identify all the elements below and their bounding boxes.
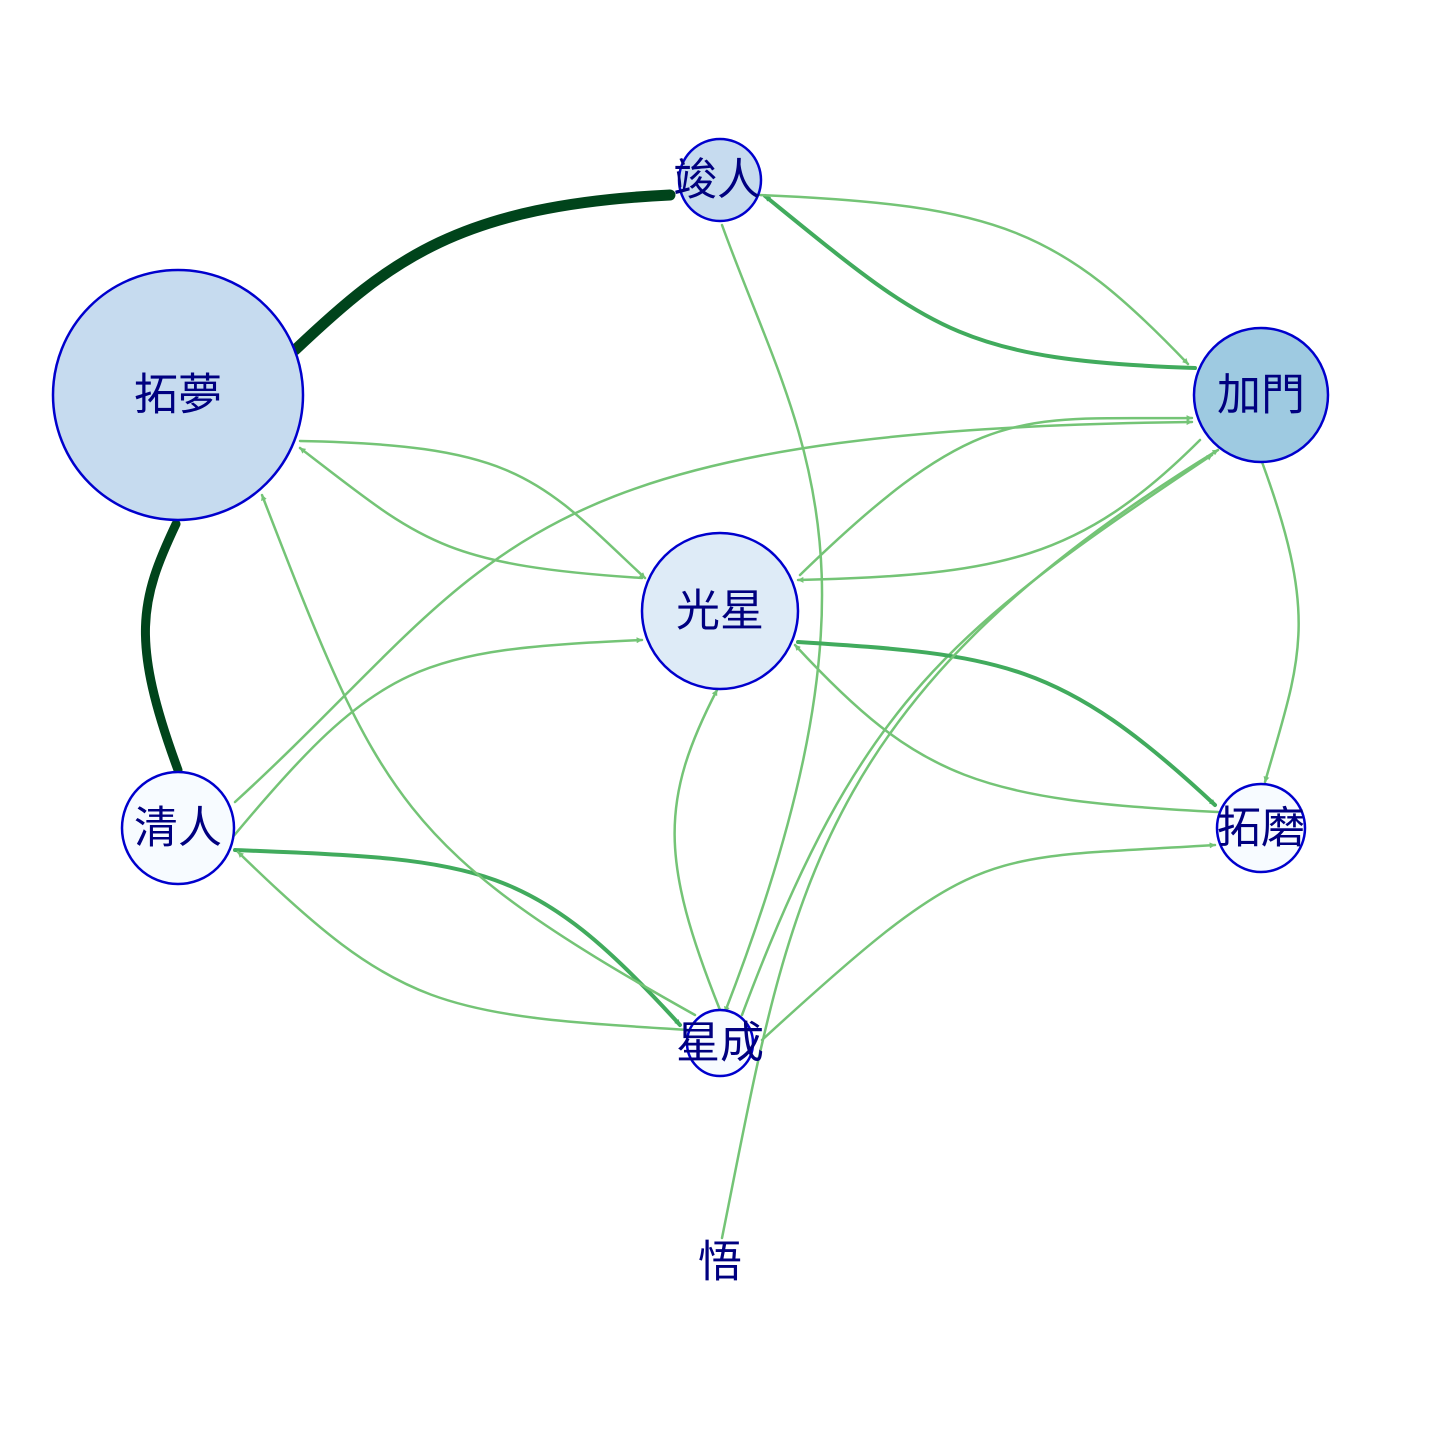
node-takuma[interactable]: 拓磨	[1215, 782, 1307, 874]
node-kosei-label: 光星	[676, 586, 764, 637]
edge-satoru-kamon	[720, 448, 1220, 1240]
node-seisei[interactable]: 星成	[676, 1008, 764, 1078]
edge-seisei-kamon	[740, 453, 1214, 1017]
node-kamon-circle	[1192, 326, 1330, 464]
node-kiyoto[interactable]: 清人	[120, 770, 236, 886]
node-shunin-circle	[677, 137, 763, 223]
node-takuma-circle	[1215, 782, 1307, 874]
node-kiyoto-label: 清人	[134, 803, 222, 854]
node-kamon-label: 加門	[1217, 370, 1305, 421]
node-kosei[interactable]: 光星	[640, 531, 800, 691]
edge-kosei-takuma	[796, 640, 1217, 807]
edge-kosei-takumu	[298, 446, 644, 580]
edge-kiyoto-kosei	[230, 637, 644, 840]
node-kosei-circle	[640, 531, 800, 691]
edge-kamon-takuma	[1260, 460, 1300, 784]
edge-shunin-seisei	[720, 223, 824, 1014]
edge-kiyoto-takumu	[140, 519, 183, 775]
nodes: 拓夢 竣人 加門 光星 清人 拓磨 星成 悟	[51, 137, 1330, 1288]
node-seisei-circle	[685, 1008, 755, 1078]
node-takumu[interactable]: 拓夢	[51, 268, 305, 522]
node-kiyoto-circle	[120, 770, 236, 886]
node-shunin-label: 竣人	[673, 155, 761, 206]
node-takumu-circle	[51, 268, 305, 522]
node-satoru[interactable]: 悟	[698, 1237, 742, 1288]
edge-seisei-takumu	[260, 493, 697, 1017]
edge-shunin-kamon	[758, 193, 1190, 366]
node-takumu-label: 拓夢	[134, 370, 222, 421]
edge-seisei-kiyoto	[236, 850, 692, 1032]
node-takuma-label: 拓磨	[1217, 803, 1305, 854]
edge-kiyoto-kamon	[233, 419, 1194, 804]
edge-kamon-kosei	[796, 438, 1202, 583]
node-shunin[interactable]: 竣人	[673, 137, 763, 223]
edge-seisei-kosei	[673, 688, 722, 1012]
edge-takuma-kosei	[793, 643, 1220, 814]
edge-takumu-shunin	[289, 189, 676, 356]
edge-seisei-takuma	[760, 842, 1217, 1042]
edges	[140, 189, 1300, 1240]
edge-kamon-shunin	[763, 194, 1197, 370]
edge-kosei-kamon	[798, 415, 1194, 577]
edge-kiyoto-seisei	[233, 848, 682, 1027]
node-satoru-label: 悟	[698, 1237, 742, 1288]
node-seisei-label: 星成	[676, 1018, 764, 1069]
edge-takumu-kosei	[298, 439, 647, 580]
node-kamon[interactable]: 加門	[1192, 326, 1330, 464]
